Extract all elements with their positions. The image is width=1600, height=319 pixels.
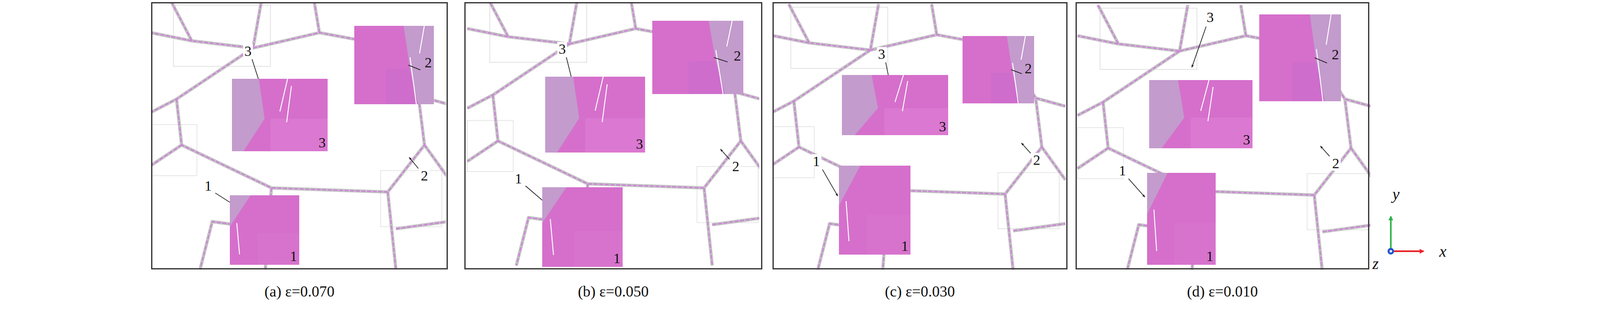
zoom-inset: 2 [652,20,744,95]
callout-number: 1 [513,171,524,186]
zoom-inset: 1 [229,195,300,265]
inset-texture [542,187,623,267]
inset-number: 1 [613,251,621,266]
zoom-inset: 3 [545,76,646,152]
simulation-panel: (c) ε=0.030321 [772,2,1068,270]
inset-number: 2 [733,48,742,64]
zoom-inset: 2 [1259,14,1341,102]
grain-network [151,2,447,270]
panel-caption: (d) ε=0.010 [1186,282,1258,301]
inset-texture [229,195,300,265]
inset-texture [1259,14,1341,102]
inset-number: 3 [635,136,643,152]
simulation-panel: (b) ε=0.050321 [464,2,763,270]
inset-number: 2 [1331,47,1339,62]
zoom-inset: 3 [1149,80,1253,149]
callout-number: 2 [731,159,741,174]
simulation-panel: (a) ε=0.070321 [151,2,449,270]
inset-texture [1149,80,1253,149]
inset-number: 2 [1024,61,1032,76]
callout-number: 2 [419,168,430,183]
callout-number: 3 [242,44,253,59]
axis-label: x [1437,242,1448,260]
zoom-inset: 1 [542,187,623,267]
zoom-inset: 2 [962,35,1035,104]
zoom-inset: 3 [841,74,949,136]
axis-label: z [1371,255,1380,272]
inset-texture [1147,172,1216,265]
zoom-inset: 2 [354,25,434,105]
panel-caption: (a) ε=0.070 [264,282,335,301]
callout-number: 1 [1117,163,1128,178]
axis-label: y [1390,185,1401,202]
callout-number: 2 [1330,156,1341,171]
inset-number: 2 [424,55,432,70]
inset-texture [838,165,911,255]
grain-network [772,4,1066,270]
inset-texture [652,20,744,95]
inset-texture [231,78,329,152]
callout-number: 3 [1205,10,1216,25]
inset-texture [841,74,949,136]
zoom-inset: 1 [838,165,911,255]
zoom-inset: 3 [231,78,329,152]
axis-triad [1387,216,1424,255]
callout-number: 3 [876,46,887,62]
callout-number: 1 [811,154,822,169]
inset-texture [962,35,1035,104]
simulation-panel: (d) ε=0.010321 [1075,2,1370,270]
inset-texture [545,76,646,152]
panel-caption: (c) ε=0.030 [885,282,955,301]
inset-number: 3 [318,135,326,150]
callout-number: 3 [557,41,568,57]
callout-number: 1 [203,178,213,194]
panel-caption: (b) ε=0.050 [577,282,649,301]
inset-number: 3 [1243,132,1251,147]
inset-number: 1 [1206,248,1214,264]
inset-number: 1 [901,238,909,254]
inset-texture [354,25,434,105]
grain-network [1077,5,1371,270]
inset-number: 1 [289,248,298,264]
inset-number: 3 [938,119,947,134]
callout-number: 2 [1031,152,1042,168]
zoom-inset: 1 [1147,172,1216,265]
